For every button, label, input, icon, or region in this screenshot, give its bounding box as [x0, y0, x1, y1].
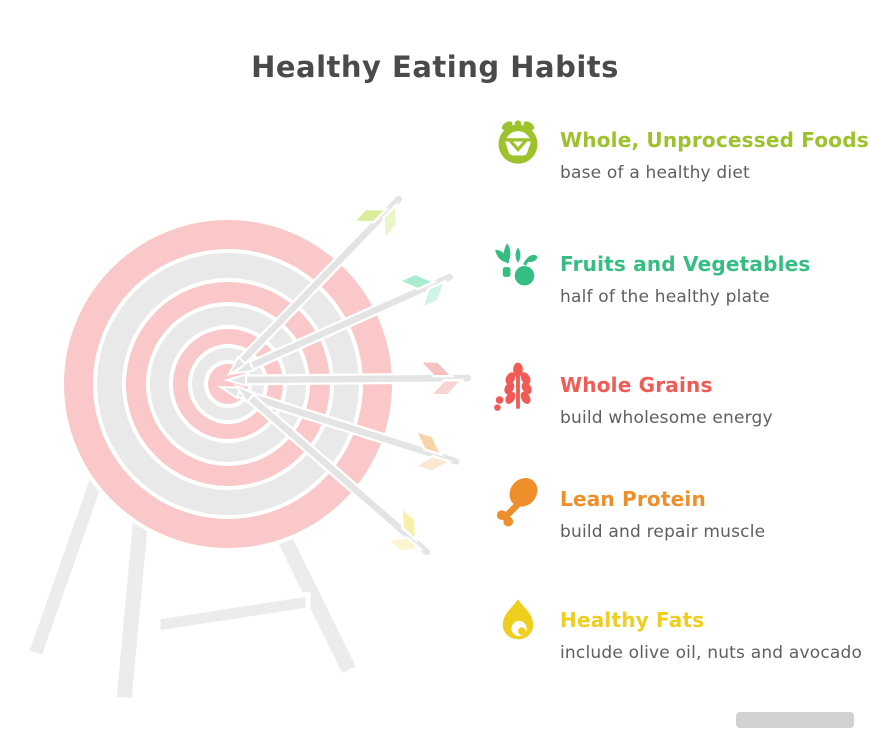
stand-crossbar — [155, 591, 311, 636]
basket-icon — [492, 116, 544, 168]
page-title: Healthy Eating Habits — [251, 50, 619, 84]
item-title: Fruits and Vegetables — [560, 252, 811, 276]
item-title: Whole Grains — [560, 373, 713, 397]
watermark-badge[interactable] — [736, 712, 854, 728]
item-description: build wholesome energy — [560, 408, 773, 428]
arrow-lean-protein — [217, 386, 464, 473]
fletching — [400, 504, 418, 543]
item-description: build and repair muscle — [560, 522, 766, 542]
arrow-fruits-vegetables — [230, 270, 457, 375]
list-item-whole-foods: Whole, Unprocessed Foods base of a healt… — [492, 116, 869, 184]
fletching — [350, 207, 390, 224]
target-stand — [24, 464, 362, 704]
fletching — [413, 428, 444, 457]
item-description: base of a healthy diet — [560, 163, 750, 183]
list-item-lean-protein: Lean Protein build and repair muscle — [492, 475, 864, 543]
item-title: Healthy Fats — [560, 608, 705, 632]
fletching — [411, 454, 453, 473]
avocado-icon — [492, 596, 544, 648]
fletching — [427, 378, 465, 397]
fletching — [382, 201, 399, 242]
fletching — [383, 536, 424, 553]
arrow-whole-foods — [226, 192, 406, 377]
drumstick-icon — [492, 475, 544, 527]
arrow-whole-grains — [223, 360, 476, 397]
fletching — [419, 279, 448, 311]
list-item-fruits-vegetables: Fruits and Vegetables half of the health… — [492, 240, 864, 308]
wheat-icon — [492, 361, 544, 413]
item-title: Whole, Unprocessed Foods — [560, 128, 869, 152]
item-title: Lean Protein — [560, 487, 706, 511]
arrow-healthy-fats — [233, 383, 434, 559]
fletching — [395, 272, 438, 291]
fletching — [416, 360, 455, 378]
item-description: half of the healthy plate — [560, 287, 770, 307]
item-description: include olive oil, nuts and avocado — [560, 643, 863, 663]
stand-leg-inner-left — [111, 501, 155, 704]
list-item-whole-grains: Whole Grains build wholesome energy — [492, 361, 864, 429]
stand-leg-left — [24, 464, 111, 661]
list-item-healthy-fats: Healthy Fats include olive oil, nuts and… — [492, 596, 864, 664]
vegetables-icon — [492, 240, 544, 292]
